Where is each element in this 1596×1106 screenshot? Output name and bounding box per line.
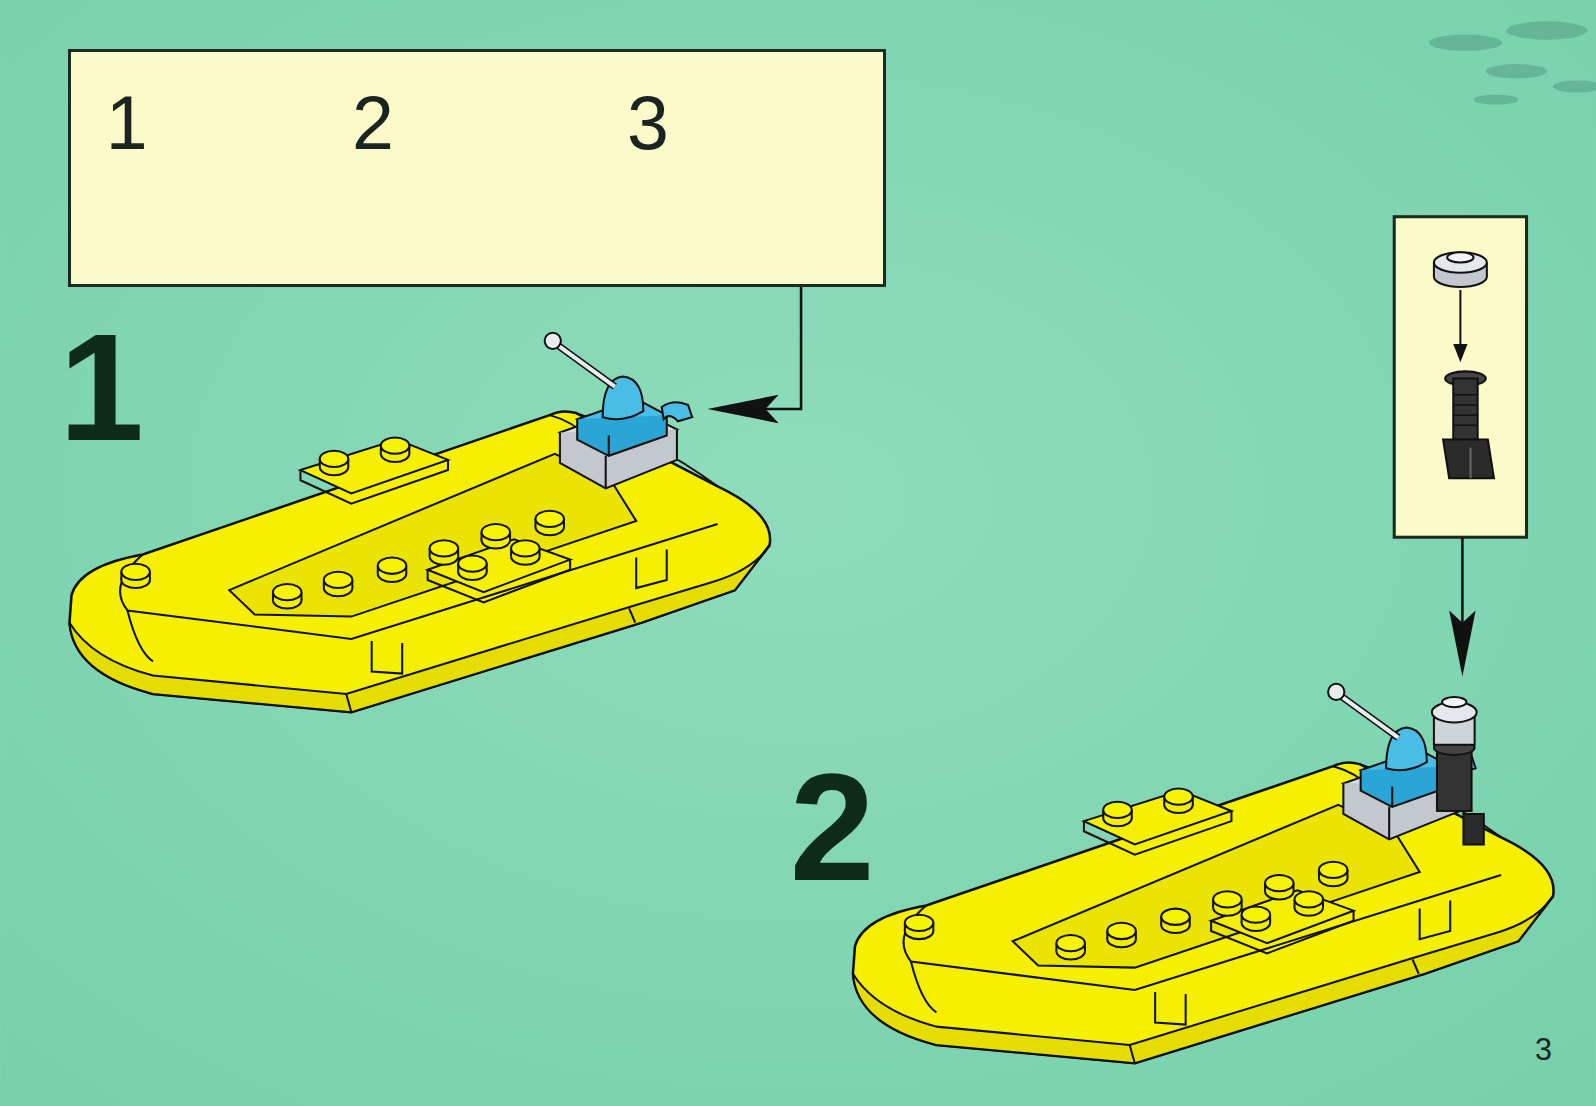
- callout-number: 3: [627, 86, 669, 161]
- callout-number: 2: [352, 86, 394, 161]
- callout-box: 1 2 3: [68, 49, 885, 287]
- page-number: 3: [1535, 1034, 1552, 1065]
- callout-number: 1: [106, 86, 148, 161]
- step-number: 2: [790, 751, 875, 904]
- step-number: 1: [59, 311, 144, 464]
